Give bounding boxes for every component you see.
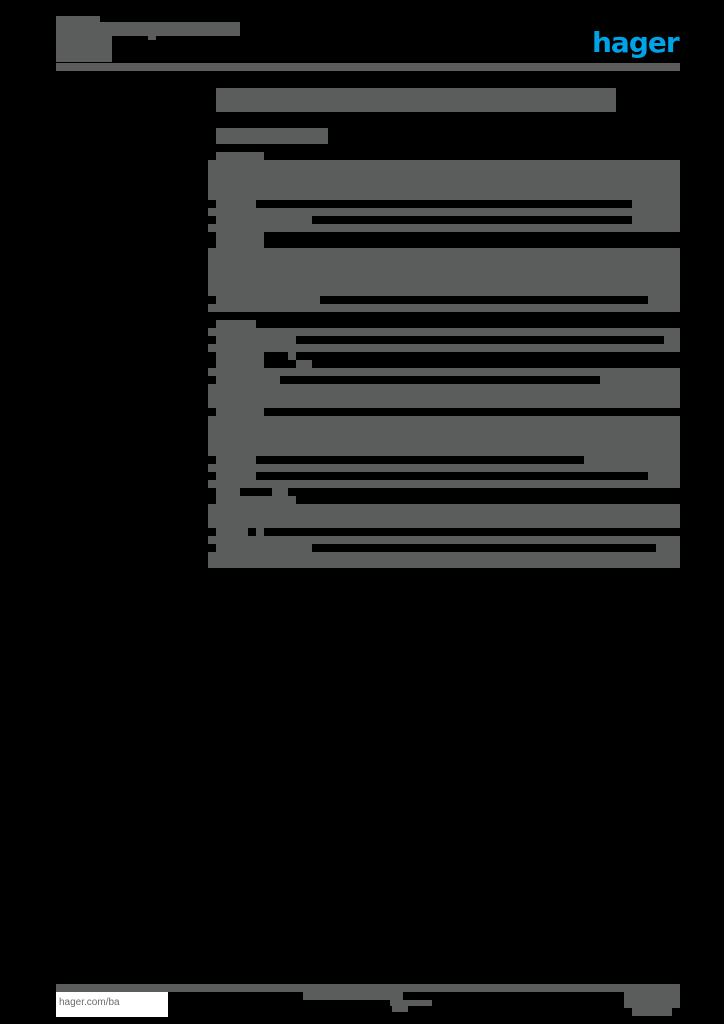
header-divider [56, 63, 680, 71]
table-row [656, 544, 680, 552]
footer-center-redacted [392, 1006, 408, 1012]
table-row [208, 464, 680, 472]
footer-center-redacted [390, 1000, 432, 1006]
table-row [208, 504, 680, 528]
table-row [296, 360, 312, 368]
table-row [216, 472, 256, 480]
footer-page-redacted [600, 984, 680, 992]
table-row [216, 352, 264, 368]
table-row [216, 336, 296, 344]
table-row [216, 408, 264, 416]
table-row [632, 200, 680, 208]
table-row [216, 152, 264, 162]
table-row [256, 528, 264, 536]
table-row [208, 384, 680, 408]
table-row [208, 344, 680, 352]
table-row [208, 248, 680, 296]
table-row [216, 376, 280, 384]
table-row [208, 160, 680, 200]
table-row [216, 528, 248, 536]
table-row [216, 320, 256, 328]
table-row [288, 352, 296, 360]
header-title-redacted [100, 22, 240, 36]
table-row [272, 488, 288, 496]
table-row [216, 496, 296, 504]
footer-url-box[interactable]: hager.com/ba [56, 992, 168, 1017]
table-row [648, 472, 680, 480]
table-row [208, 368, 680, 376]
table-row [208, 552, 680, 568]
header-title-redacted [148, 36, 156, 40]
header-title-redacted [100, 36, 112, 62]
table-row [216, 456, 256, 464]
footer-url[interactable]: hager.com/ba [59, 997, 120, 1008]
table-row [216, 488, 240, 496]
table-row [216, 232, 264, 248]
hager-logo: hager [592, 26, 680, 59]
table-row [216, 296, 320, 304]
footer-page-redacted [624, 992, 680, 1008]
table-row [208, 416, 680, 456]
table-row [208, 304, 680, 312]
table-row [584, 456, 680, 464]
section-subheading-redacted [216, 128, 328, 144]
table-row [600, 376, 680, 384]
footer-page-redacted [632, 1008, 672, 1016]
table-row [208, 208, 680, 216]
header-title-redacted [56, 16, 100, 62]
table-row [632, 216, 680, 224]
footer-center-redacted [303, 992, 403, 1000]
table-row [208, 328, 680, 336]
table-row [216, 552, 312, 560]
table-row [216, 216, 312, 224]
table-row [208, 536, 680, 544]
table-row [664, 336, 680, 344]
section-heading-redacted [216, 88, 616, 112]
table-row [648, 296, 680, 304]
table-row [216, 200, 256, 208]
table-row [208, 480, 680, 488]
footer-center-redacted [290, 984, 450, 992]
table-row [216, 544, 312, 552]
table-row [208, 224, 680, 232]
